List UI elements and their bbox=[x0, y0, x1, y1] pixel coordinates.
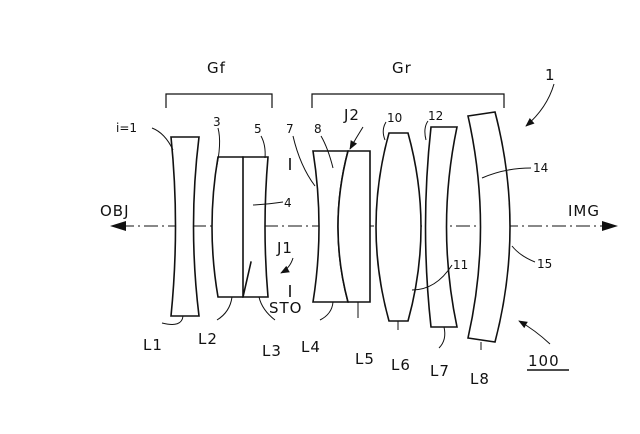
label-surface-first: i=1 bbox=[116, 121, 137, 135]
leader-l4 bbox=[319, 301, 334, 321]
lens-l1 bbox=[170, 136, 200, 317]
leader-l2 bbox=[216, 296, 233, 321]
leader-s1 bbox=[151, 127, 174, 151]
leader-l7 bbox=[438, 326, 446, 349]
leader-s12 bbox=[424, 120, 429, 141]
label-l7: L7 bbox=[430, 362, 450, 380]
lens-l7 bbox=[424, 126, 458, 328]
axis-arrow-right bbox=[602, 221, 618, 231]
group-rear-bracket bbox=[311, 93, 505, 108]
label-stop: STO bbox=[269, 299, 303, 317]
label-junction1: J1 bbox=[276, 239, 293, 257]
label-s3: 3 bbox=[213, 115, 221, 129]
leader-s7 bbox=[292, 135, 316, 187]
label-l5: L5 bbox=[355, 350, 375, 368]
axis-arrow-left bbox=[110, 221, 126, 231]
leader-s14 bbox=[481, 167, 532, 179]
label-s14: 14 bbox=[533, 161, 548, 175]
label-l8: L8 bbox=[470, 370, 490, 388]
label-s15: 15 bbox=[537, 257, 552, 271]
lens-l5 bbox=[337, 150, 371, 303]
leader-l3 bbox=[258, 296, 276, 321]
label-unit-ref: 100 bbox=[528, 352, 560, 370]
label-s10: 10 bbox=[387, 111, 402, 125]
label-l4: L4 bbox=[301, 338, 321, 356]
lens-l8 bbox=[467, 111, 511, 343]
group-front-bracket bbox=[165, 93, 273, 108]
label-obj: OBJ bbox=[100, 202, 130, 220]
leader-s4 bbox=[252, 201, 284, 206]
leader-s8 bbox=[320, 135, 334, 169]
label-s12: 12 bbox=[428, 109, 443, 123]
junction1-arrow bbox=[280, 257, 294, 274]
leader-s11 bbox=[411, 264, 453, 291]
leader-s10 bbox=[382, 121, 387, 141]
label-junction2: J2 bbox=[343, 106, 360, 124]
label-l1: L1 bbox=[143, 336, 163, 354]
label-l3: L3 bbox=[262, 342, 282, 360]
label-s7: 7 bbox=[286, 122, 294, 136]
label-group-rear: Gr bbox=[392, 59, 412, 77]
leader-s15 bbox=[511, 245, 536, 263]
label-s11: 11 bbox=[453, 258, 468, 272]
label-s8: 8 bbox=[314, 122, 322, 136]
label-img: IMG bbox=[568, 202, 600, 220]
label-l6: L6 bbox=[391, 356, 411, 374]
label-l2: L2 bbox=[198, 330, 218, 348]
leader-s5 bbox=[260, 135, 266, 159]
junction2-arrow bbox=[349, 126, 364, 150]
label-s4: 4 bbox=[284, 196, 292, 210]
lens-l6 bbox=[375, 132, 422, 322]
leader-l1 bbox=[161, 315, 184, 325]
system-ref-arrow bbox=[525, 83, 555, 127]
label-s5: 5 bbox=[254, 122, 262, 136]
label-group-front: Gf bbox=[207, 59, 226, 77]
lens-l3 bbox=[241, 156, 269, 298]
unit-ref-arrow bbox=[518, 320, 551, 345]
label-system-ref: 1 bbox=[545, 66, 556, 84]
leader-s3 bbox=[215, 127, 221, 171]
